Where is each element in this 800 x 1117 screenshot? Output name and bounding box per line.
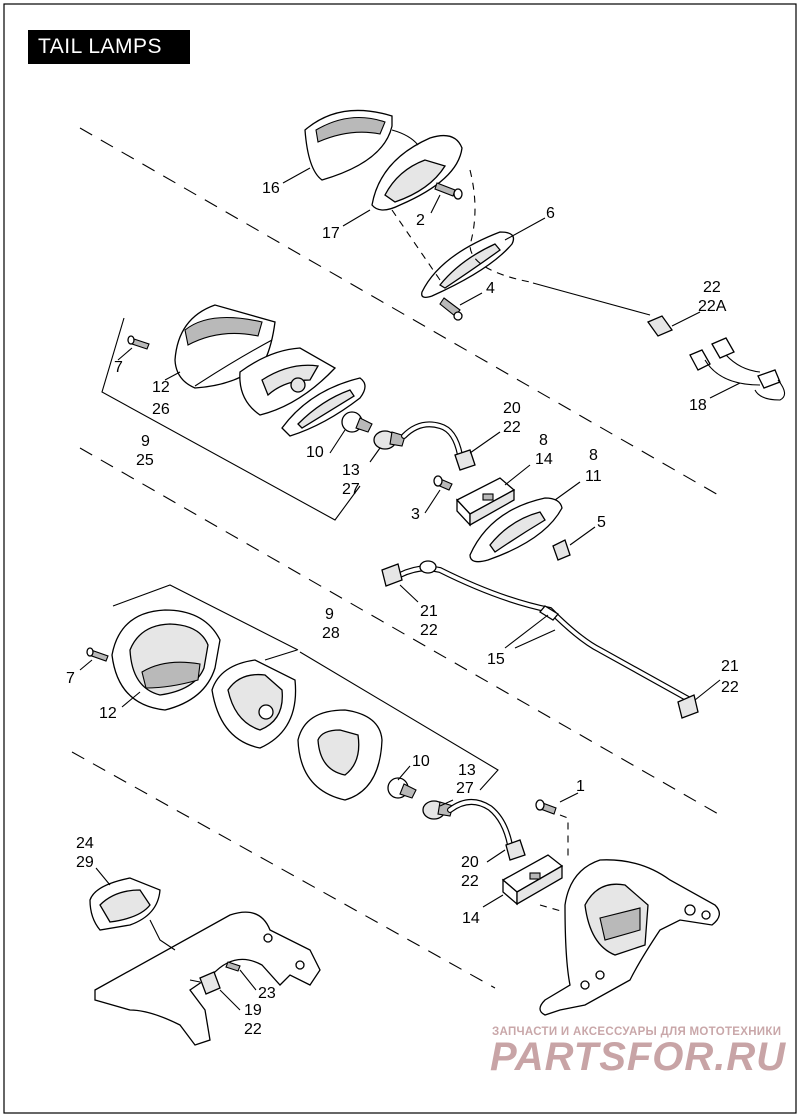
callout-17: 17 [322, 225, 340, 242]
part-1-screw [535, 799, 557, 815]
part-gasket-mid [281, 377, 366, 437]
leader-dash-1 [559, 814, 569, 860]
wire-22 [532, 282, 651, 316]
callout-22-e: 22 [461, 873, 479, 890]
callout-27-b: 27 [456, 780, 474, 797]
callout-5: 5 [597, 514, 606, 531]
callout-4: 4 [486, 280, 495, 297]
callout-25: 25 [136, 452, 154, 469]
part-6-gasket [421, 231, 515, 298]
callout-14-a: 14 [535, 451, 553, 468]
callout-22-b: 22 [503, 419, 521, 436]
part-8-11-cover [469, 497, 563, 563]
part-5-clip [552, 539, 571, 561]
callout-13-a: 13 [342, 462, 360, 479]
part-16-lamp-lens [304, 109, 393, 181]
section-line-2 [79, 447, 721, 816]
part-18-harness [689, 337, 786, 401]
callout-11: 11 [585, 468, 602, 485]
part-22-connector [647, 315, 673, 337]
callout-20-a: 20 [503, 400, 521, 417]
callout-22-d: 22 [721, 679, 739, 696]
callout-22-f: 22 [244, 1021, 262, 1038]
callout-24: 24 [76, 835, 94, 852]
section-line-1 [79, 127, 721, 497]
group-bracket-9-28 [112, 584, 499, 791]
callout-2: 2 [416, 212, 425, 229]
section-line-3 [71, 751, 496, 989]
part-10-bulb-b [387, 777, 417, 799]
part-10-bulb-a [341, 411, 373, 433]
callout-9-a: 9 [141, 433, 150, 450]
mount-bracket [539, 859, 720, 1016]
callout-10-b: 10 [412, 753, 430, 770]
part-7-screw-a [127, 335, 150, 350]
callout-8-a: 8 [539, 432, 548, 449]
part-19-22-connector [189, 971, 221, 995]
plate-bracket [94, 911, 321, 1046]
callout-22-top: 22 [703, 279, 721, 296]
callout-7-a: 7 [114, 359, 123, 376]
watermark-logo: PARTSFOR.RU [490, 1035, 786, 1079]
callout-13-b: 13 [458, 762, 476, 779]
wire-route-dash [469, 169, 531, 283]
part-14-block-b [501, 854, 564, 906]
callout-22A: 22A [698, 298, 727, 315]
callout-1: 1 [576, 778, 585, 795]
group-bracket-9-25 [101, 317, 361, 521]
part-17-lamp-housing [371, 129, 463, 211]
callout-9-b: 9 [325, 606, 334, 623]
part-23-screw [225, 961, 241, 972]
callout-labels: 16 17 2 6 4 22 22A 18 7 12 26 9 25 10 13… [66, 180, 739, 1038]
watermark-caption: ЗАПЧАСТИ И АКСЕССУАРЫ ДЛЯ МОТОТЕХНИКИ [492, 1026, 781, 1038]
part-8-14-block [455, 477, 516, 527]
callout-3: 3 [411, 506, 420, 523]
part-20-22-wire-b [447, 799, 526, 861]
page-title: TAIL LAMPS [28, 30, 190, 64]
part-housing-b [211, 659, 297, 749]
part-housing-mid [239, 347, 337, 416]
callout-12-b: 12 [99, 705, 117, 722]
callout-10-a: 10 [306, 444, 324, 461]
callout-26: 26 [152, 401, 170, 418]
part-2-screw [434, 182, 463, 200]
callout-16: 16 [262, 180, 280, 197]
part-12-lens-b [111, 609, 221, 711]
page-border [3, 3, 797, 1114]
callout-27-a: 27 [342, 481, 360, 498]
callout-29: 29 [76, 854, 94, 871]
callout-20-b: 20 [461, 854, 479, 871]
callout-21-b: 21 [721, 658, 739, 675]
callout-22-c: 22 [420, 622, 438, 639]
callout-15: 15 [487, 651, 505, 668]
part-24-29-plate-lamp [89, 877, 161, 931]
part-4-stud [439, 297, 463, 321]
callout-23: 23 [258, 985, 276, 1002]
part-13-27-socket-a [373, 430, 406, 450]
callout-21-a: 21 [420, 603, 438, 620]
part-20-22-wire-a [401, 421, 476, 471]
callout-19: 19 [244, 1002, 262, 1019]
callout-28: 28 [322, 625, 340, 642]
callout-6: 6 [546, 205, 555, 222]
callout-7-b: 7 [66, 670, 75, 687]
part-gasket-b [297, 709, 383, 801]
part-7-screw-b [86, 647, 109, 662]
callout-8-b: 8 [589, 447, 598, 464]
callout-18: 18 [689, 397, 707, 414]
part-3-screw [433, 475, 453, 491]
callout-12-a: 12 [152, 379, 170, 396]
part-15-harness [381, 560, 699, 719]
callout-14-b: 14 [462, 910, 480, 927]
leader-dash-17 [391, 209, 441, 281]
